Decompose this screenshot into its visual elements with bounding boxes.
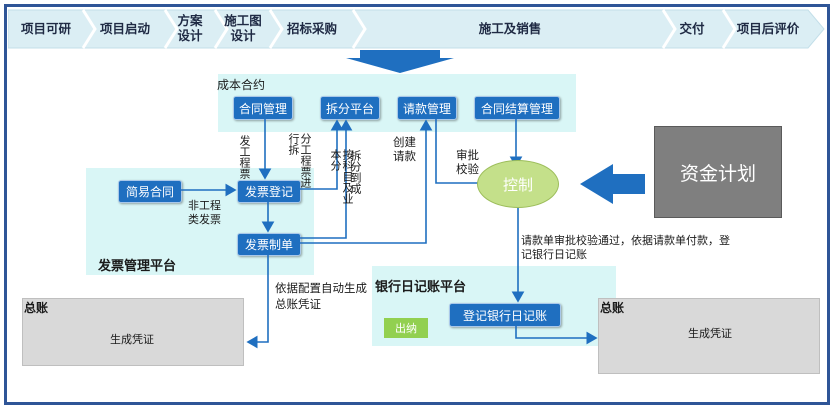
bank-journal-register-button[interactable]: 登记银行日记账 [449, 303, 561, 327]
payment-request-button[interactable]: 请款管理 [397, 96, 457, 120]
invoice-register-button[interactable]: 发票登记 [237, 180, 301, 203]
stage-kickoff: 项目启动 [99, 20, 150, 36]
ledger-left-title: 总账 [24, 301, 49, 315]
label-approval-check: 审批校验 [456, 148, 479, 176]
label-split-contract: 分工程票进行拆 [287, 133, 312, 188]
ledger-right-title: 总账 [600, 301, 625, 315]
invoice-voucher-button[interactable]: 发票制单 [237, 233, 301, 256]
fund-plan-box: 资金计划 [654, 126, 782, 218]
invoice-platform-title: 发票管理平台 [98, 259, 177, 274]
ledger-right-voucher: 生成凭证 [688, 327, 732, 340]
ledger-left-box [22, 298, 244, 366]
contract-zone-title: 成本合约 [217, 78, 266, 92]
stage-delivery: 交付 [679, 20, 705, 36]
bank-platform-title: 银行日记账平台 [375, 280, 467, 295]
control-node: 控制 [477, 160, 559, 208]
contract-management-button[interactable]: 合同管理 [233, 96, 293, 120]
ledger-right-box [598, 298, 820, 374]
stage-construction-drawing: 施工图 设计 [224, 13, 262, 43]
label-create-request: 创建请款 [393, 135, 416, 163]
label-to-split: 拆分到成 [349, 150, 362, 194]
simple-contract-button[interactable]: 简易合同 [118, 180, 182, 203]
stage-feasibility: 项目可研 [20, 20, 71, 36]
split-platform-button[interactable]: 拆分平台 [320, 96, 380, 120]
stage-scheme-design: 方案 设计 [177, 13, 203, 43]
contract-settlement-button[interactable]: 合同结算管理 [474, 96, 560, 120]
stage-construction-sales: 施工及销售 [478, 20, 542, 36]
ledger-left-voucher: 生成凭证 [110, 333, 154, 346]
stage-procurement: 招标采购 [286, 20, 337, 36]
label-request-flow: 请款单审批校验通过，依据请款单付款，登记银行日记账 [521, 234, 730, 260]
fund-plan-arrow-icon [580, 164, 645, 204]
label-subject-split: 按科目及业本分 [329, 149, 354, 204]
cashier-badge: 出纳 [384, 318, 428, 338]
label-engineering-invoice: 发工程票 [238, 135, 251, 179]
label-non-engineering-invoice: 非工程类发票 [188, 199, 221, 226]
stage-band [8, 9, 825, 49]
down-arrow-icon [346, 50, 454, 73]
label-auto-voucher: 依据配置自动生成总账凭证 [275, 281, 367, 311]
stage-post-evaluation: 项目后评价 [736, 20, 800, 36]
